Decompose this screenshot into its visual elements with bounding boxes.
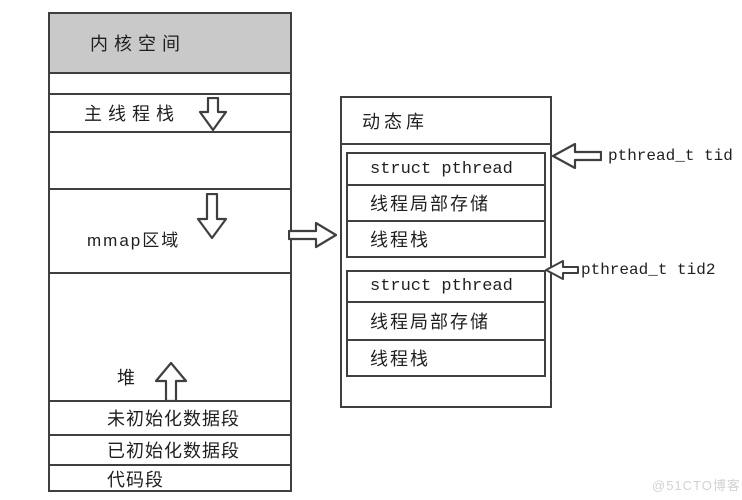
segment-label-bss: 未初始化数据段: [107, 409, 240, 429]
tid-annotation: pthread_t tid: [608, 147, 733, 165]
watermark: @51CTO博客: [652, 478, 741, 493]
segment-kernel-space: 内核空间: [50, 14, 290, 74]
segment-label-heap: 堆: [117, 368, 137, 388]
process-address-space-box: 内核空间 主线程栈 mmap区域 堆: [48, 12, 292, 492]
segment-label-data: 已初始化数据段: [107, 441, 240, 461]
segment-gap-top: [50, 74, 290, 95]
up-arrow-icon: [154, 362, 188, 402]
thread1-stack-row: 线程栈: [348, 222, 544, 256]
thread1-stack-label: 线程栈: [370, 230, 430, 250]
down-arrow-icon: [196, 193, 228, 239]
thread-block-2: struct pthread 线程局部存储 线程栈: [346, 270, 546, 377]
left-arrow-icon: [544, 259, 579, 281]
right-arrow-icon: [288, 220, 338, 250]
segment-label-mmap: mmap区域: [87, 230, 181, 250]
segment-code: 代码段: [50, 466, 290, 492]
thread2-tls-label: 线程局部存储: [370, 312, 490, 332]
left-arrow-icon: [552, 143, 602, 169]
segment-bss: 未初始化数据段: [50, 402, 290, 436]
thread-block-1: struct pthread 线程局部存储 线程栈: [346, 152, 546, 258]
thread1-tls-label: 线程局部存储: [370, 194, 490, 214]
thread2-stack-row: 线程栈: [348, 341, 544, 375]
thread2-tls-row: 线程局部存储: [348, 303, 544, 341]
dynamic-library-header: 动态库: [342, 98, 550, 145]
thread1-tls-row: 线程局部存储: [348, 186, 544, 222]
segment-mmap: mmap区域: [50, 190, 290, 274]
segment-gap-middle: [50, 133, 290, 190]
thread2-struct-pthread-label: struct pthread: [370, 277, 513, 296]
thread1-struct-pthread-label: struct pthread: [370, 159, 513, 179]
segment-heap: 堆: [50, 274, 290, 402]
segment-main-thread-stack: 主线程栈: [50, 95, 290, 133]
dynamic-library-box: 动态库 struct pthread 线程局部存储 线程栈 struct pth…: [340, 96, 552, 408]
segment-data: 已初始化数据段: [50, 436, 290, 466]
segment-label-main-thread-stack: 主线程栈: [84, 104, 180, 124]
thread2-struct-pthread-row: struct pthread: [348, 272, 544, 303]
thread2-stack-label: 线程栈: [370, 349, 430, 369]
dynamic-library-title: 动态库: [362, 111, 428, 132]
thread1-struct-pthread-row: struct pthread: [348, 154, 544, 186]
down-arrow-icon: [198, 97, 228, 131]
segment-label-kernel: 内核空间: [90, 34, 186, 54]
segment-label-code: 代码段: [107, 470, 164, 490]
tid2-annotation: pthread_t tid2: [581, 261, 716, 279]
